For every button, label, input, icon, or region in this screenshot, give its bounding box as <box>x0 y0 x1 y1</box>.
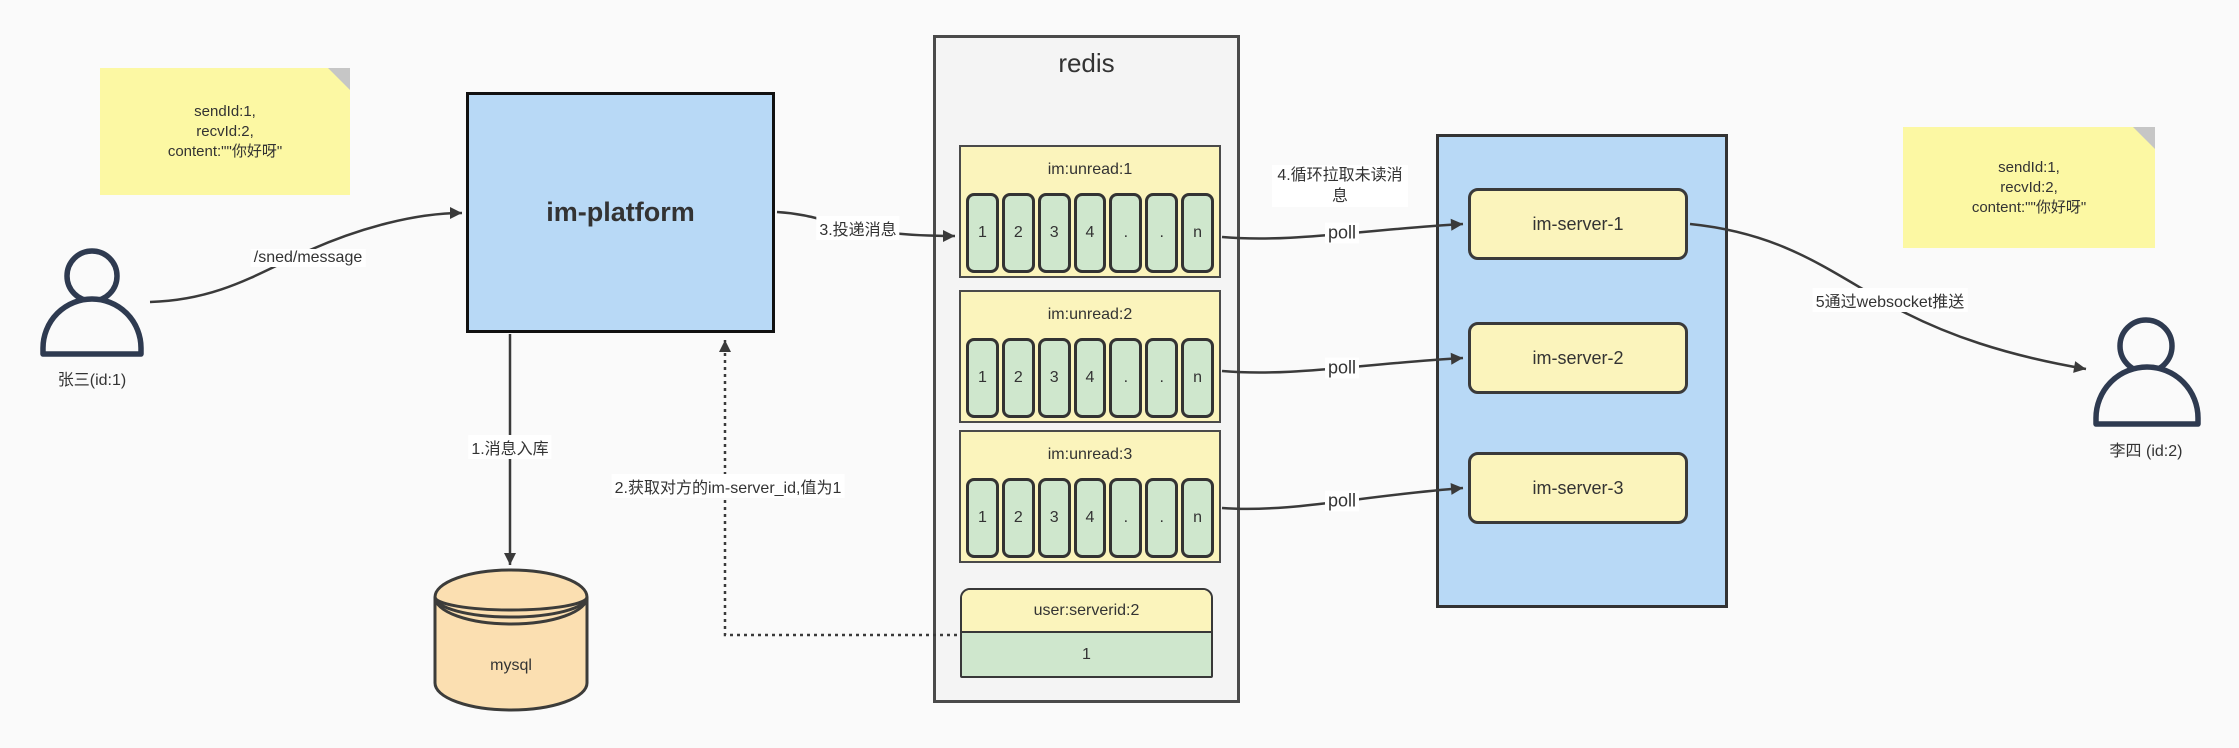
queue-cell: 2 <box>1001 478 1035 558</box>
note-line: sendId:1, <box>194 102 256 120</box>
queue-title: im:unread:2 <box>1047 306 1133 323</box>
queue-im-unread-1: im:unread:1 1 2 3 4 . . n <box>959 145 1221 278</box>
queue-cell: 4 <box>1073 478 1107 558</box>
queue-cells: 1 2 3 4 . . n <box>966 338 1215 418</box>
sticky-note-sender-payload: sendId:1, recvId:2, content:""你好呀" <box>100 68 350 195</box>
edge-label-pull-unread: 4.循环拉取未读消息 <box>1272 165 1408 207</box>
im-server-label: im-server-3 <box>1532 477 1624 498</box>
queue-cells: 1 2 3 4 . . n <box>966 193 1215 273</box>
queue-cell: n <box>1181 193 1215 273</box>
mysql-label: mysql <box>490 657 532 674</box>
queue-im-unread-3: im:unread:3 1 2 3 4 . . n <box>959 430 1221 563</box>
note-line: content:""你好呀" <box>1971 198 2087 216</box>
node-im-server-3: im-server-3 <box>1468 452 1688 524</box>
queue-cell: n <box>1181 478 1215 558</box>
queue-cell: n <box>1181 338 1215 418</box>
queue-cell: 1 <box>966 193 999 273</box>
edge-label-poll-2: poll <box>1324 357 1360 379</box>
queue-cell: . <box>1109 478 1143 558</box>
queue-cell: . <box>1109 193 1143 273</box>
note-fold-icon <box>328 68 350 90</box>
note-line: sendId:1, <box>1998 158 2060 176</box>
edge-label-poll-3: poll <box>1324 490 1360 512</box>
queue-cell: 3 <box>1037 193 1071 273</box>
redis-title: redis <box>1058 48 1115 78</box>
queue-cell: . <box>1145 478 1179 558</box>
user-serverid-key: user:serverid:2 <box>962 590 1211 633</box>
user-serverid-value: 1 <box>962 633 1211 676</box>
note-line: recvId:2, <box>2000 178 2058 196</box>
queue-cell: 3 <box>1037 478 1071 558</box>
queue-cell: 1 <box>966 478 999 558</box>
edge-label-lookup-serverid: 2.获取对方的im-server_id,值为1 <box>611 474 845 498</box>
node-im-server-1: im-server-1 <box>1468 188 1688 260</box>
queue-cell: 2 <box>1001 338 1035 418</box>
queue-cell: . <box>1145 193 1179 273</box>
edge-label-send-message: /sned/message <box>250 249 366 267</box>
queue-cell: 3 <box>1037 338 1071 418</box>
note-line: recvId:2, <box>196 122 254 140</box>
node-im-server-2: im-server-2 <box>1468 322 1688 394</box>
im-platform-label: im-platform <box>546 197 695 227</box>
queue-title: im:unread:3 <box>1047 446 1133 463</box>
node-im-platform: im-platform <box>466 92 775 333</box>
im-server-label: im-server-1 <box>1532 213 1624 234</box>
person-sender-icon <box>40 248 144 357</box>
queue-cell: 4 <box>1073 193 1107 273</box>
edge-label-poll-1: poll <box>1324 222 1360 244</box>
edge-label-websocket-push: 5通过websocket推送 <box>1812 288 1968 312</box>
queue-cell: . <box>1145 338 1179 418</box>
node-mysql-cylinder <box>433 568 589 712</box>
queue-im-unread-2: im:unread:2 1 2 3 4 . . n <box>959 290 1221 423</box>
queue-cell: . <box>1109 338 1143 418</box>
note-fold-icon <box>2133 127 2155 149</box>
node-user-serverid: user:serverid:2 1 <box>960 588 1213 678</box>
receiver-label: 李四 (id:2) <box>2109 443 2183 460</box>
sticky-note-receiver-payload: sendId:1, recvId:2, content:""你好呀" <box>1903 127 2155 248</box>
im-server-label: im-server-2 <box>1532 347 1624 368</box>
queue-cell: 4 <box>1073 338 1107 418</box>
queue-title: im:unread:1 <box>1047 161 1133 178</box>
edge-label-store-db: 1.消息入库 <box>468 435 552 459</box>
sender-label: 张三(id:1) <box>57 372 127 389</box>
edge-label-deliver-message: 3.投递消息 <box>816 216 900 240</box>
queue-cells: 1 2 3 4 . . n <box>966 478 1215 558</box>
person-receiver-icon <box>2093 317 2201 427</box>
queue-cell: 2 <box>1001 193 1035 273</box>
note-line: content:""你好呀" <box>167 142 283 160</box>
queue-cell: 1 <box>966 338 999 418</box>
